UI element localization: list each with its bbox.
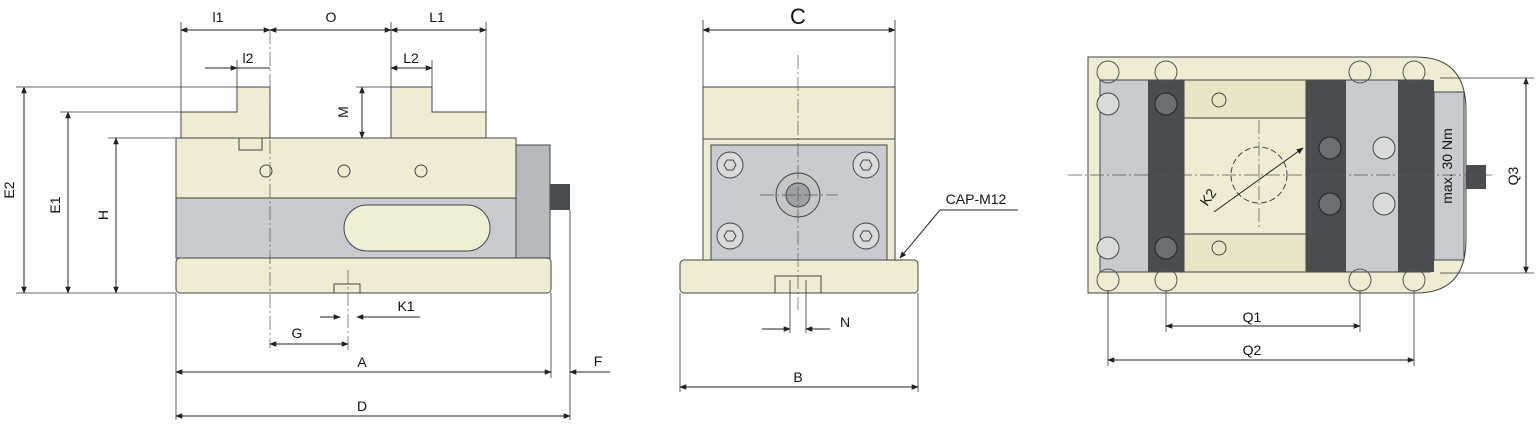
top-view: K2 Q1 Q2 Q3 max. 30 Nm <box>1068 56 1534 366</box>
dim-label-g: G <box>292 325 303 341</box>
hole <box>414 164 428 178</box>
dim-label-k1: K1 <box>397 298 414 314</box>
dim-label-L2: L2 <box>403 50 419 66</box>
key-notch <box>333 283 361 293</box>
bolt-icon <box>716 151 744 179</box>
end-block <box>515 144 551 259</box>
dim-label-q1: Q1 <box>1243 309 1262 325</box>
bolt-icon <box>852 222 880 250</box>
hole <box>337 164 351 178</box>
bolt-icon <box>1318 136 1342 160</box>
dim-label-e2: E2 <box>1 181 17 198</box>
side-view: l1 O L1 l2 L2 M E2 E1 H K1 G A F D <box>1 9 610 420</box>
dim-label-a: A <box>357 354 367 370</box>
dim-label-cap: CAP-M12 <box>946 191 1007 207</box>
front-view: C B N CAP-M12 <box>679 4 1018 392</box>
dim-label-l1: l1 <box>213 9 224 25</box>
bolt-icon <box>1154 92 1178 116</box>
slot <box>343 204 491 252</box>
front-jaw <box>702 86 896 140</box>
bolt-icon <box>716 222 744 250</box>
dim-label-m: M <box>335 106 351 118</box>
bolt-icon <box>1372 136 1396 160</box>
dim-label-n: N <box>840 314 850 330</box>
spindle <box>550 184 570 210</box>
dim-label-o: O <box>326 9 337 25</box>
body-upper <box>175 137 517 199</box>
dim-label-L1: L1 <box>429 9 445 25</box>
dim-label-q2: Q2 <box>1243 342 1262 358</box>
dim-label-d: D <box>357 398 367 414</box>
body-base <box>175 257 552 294</box>
right-jaw <box>390 86 487 139</box>
torque-label: max. 30 Nm <box>1439 128 1455 203</box>
jaw-dark-mid <box>1306 80 1346 272</box>
dim-label-q3: Q3 <box>1505 166 1521 185</box>
bolt-icon <box>852 151 880 179</box>
jaw-dark-right <box>1398 80 1434 272</box>
dim-label-h: H <box>95 210 111 220</box>
dim-label-l2: l2 <box>243 50 254 66</box>
bolt-icon <box>1096 236 1120 260</box>
bolt-icon <box>1372 192 1396 216</box>
top-spindle <box>1466 165 1486 189</box>
dim-label-b: B <box>793 369 802 385</box>
dim-label-f: F <box>594 353 603 369</box>
hole <box>259 164 273 178</box>
bolt-icon <box>1154 236 1178 260</box>
dim-label-e1: E1 <box>47 196 63 213</box>
left-jaw <box>180 86 271 139</box>
bolt-icon <box>1096 92 1120 116</box>
bolt-icon <box>1318 192 1342 216</box>
dim-label-c: C <box>790 4 806 29</box>
